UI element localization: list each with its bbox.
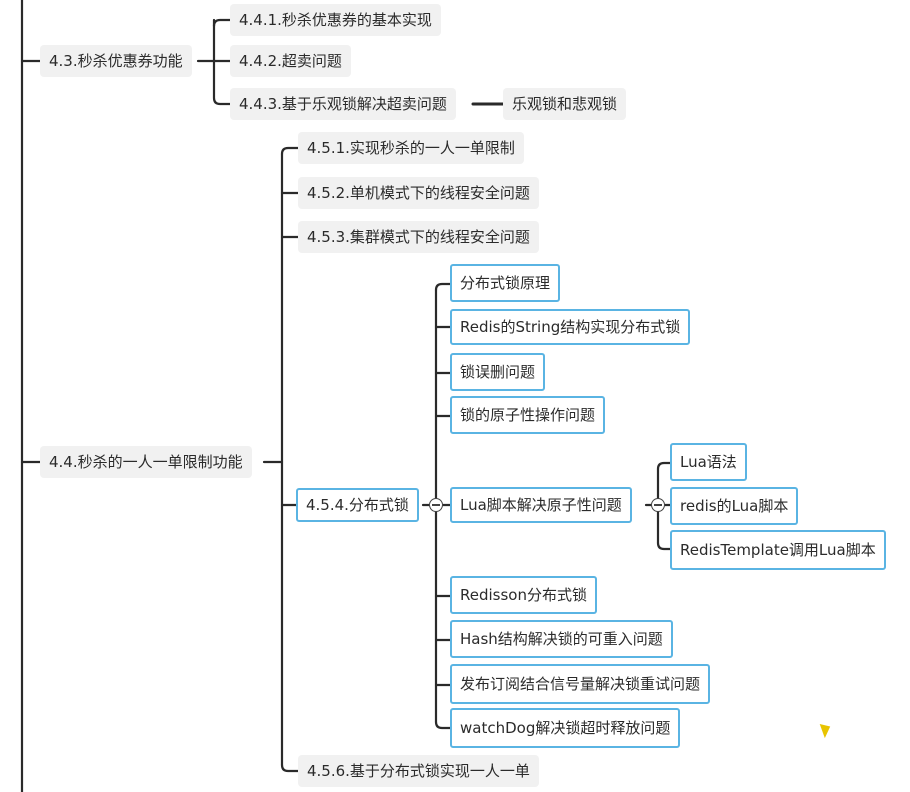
node-4-4-3[interactable]: 4.4.3.基于乐观锁解决超卖问题: [230, 88, 456, 120]
node-4-5-1[interactable]: 4.5.1.实现秒杀的一人一单限制: [298, 132, 524, 164]
node-lua-redis-script[interactable]: redis的Lua脚本: [670, 487, 799, 525]
node-dl-mis-delete[interactable]: 锁误删问题: [450, 353, 546, 391]
node-dl-pubsub-retry[interactable]: 发布订阅结合信号量解决锁重试问题: [450, 664, 711, 704]
node-4-4-1[interactable]: 4.4.1.秒杀优惠券的基本实现: [230, 4, 441, 36]
node-4-4[interactable]: 4.4.秒杀的一人一单限制功能: [40, 446, 252, 478]
node-dl-redisson[interactable]: Redisson分布式锁: [450, 576, 597, 614]
node-4-3[interactable]: 4.3.秒杀优惠券功能: [40, 45, 192, 77]
node-dl-atomic[interactable]: 锁的原子性操作问题: [450, 396, 606, 434]
node-dl-redis-string[interactable]: Redis的String结构实现分布式锁: [450, 309, 691, 345]
node-lua-redistemplate[interactable]: RedisTemplate调用Lua脚本: [670, 530, 886, 570]
node-4-5-6[interactable]: 4.5.6.基于分布式锁实现一人一单: [298, 755, 539, 787]
node-dl-hash-reentrant[interactable]: Hash结构解决锁的可重入问题: [450, 620, 673, 658]
node-4-4-2[interactable]: 4.4.2.超卖问题: [230, 45, 351, 77]
node-lua-syntax[interactable]: Lua语法: [670, 443, 747, 481]
node-4-5-4[interactable]: 4.5.4.分布式锁: [296, 488, 419, 522]
node-4-5-2[interactable]: 4.5.2.单机模式下的线程安全问题: [298, 177, 539, 209]
collapse-4-5-4-button[interactable]: [429, 498, 443, 512]
node-4-5-3[interactable]: 4.5.3.集群模式下的线程安全问题: [298, 221, 539, 253]
node-dl-lua-solve[interactable]: Lua脚本解决原子性问题: [450, 487, 632, 523]
node-dl-watchdog[interactable]: watchDog解决锁超时释放问题: [450, 708, 681, 748]
collapse-lua-button[interactable]: [651, 498, 665, 512]
node-optimistic-pessimistic-lock[interactable]: 乐观锁和悲观锁: [503, 88, 627, 120]
node-dl-principle[interactable]: 分布式锁原理: [450, 264, 561, 302]
